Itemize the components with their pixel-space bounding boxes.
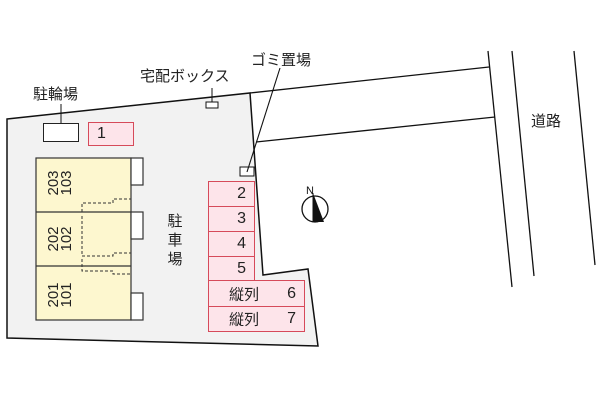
delivery-box-label: 宅配ボックス [140,67,230,85]
svg-text:N: N [306,185,314,197]
road-edge-1 [487,50,513,288]
access-line-bottom [255,116,496,143]
parking-space-2: 2 [208,181,255,207]
entry-tab-203 [130,157,144,186]
parking-space-7: 縦列 7 [208,306,305,332]
entry-tab-201 [130,292,144,321]
parking-space-1: 1 [88,122,134,146]
parking-space-3: 3 [208,206,255,232]
unit-label-202-102: 202 102 [45,226,75,252]
north-arrow-icon: N [301,185,329,223]
road-label: 道路 [531,112,562,130]
unit-label-203-103: 203 103 [45,170,75,196]
road-edge-3 [573,50,596,266]
unit-label-201-101: 201 101 [45,282,75,308]
garbage-label: ゴミ置場 [251,51,312,69]
parking-space-4: 4 [208,231,255,257]
parking-lot-label: 駐 車 場 [167,212,183,268]
entry-tab-202 [130,211,144,240]
access-line-top [249,66,490,94]
bicycle-parking-area [43,123,79,142]
road-edge-2 [511,50,535,277]
parking-space-5: 5 [208,256,255,281]
delivery-box-marker [205,101,219,109]
bicycle-parking-label: 駐輪場 [33,85,79,103]
parking-space-6: 縦列 6 [208,280,305,307]
